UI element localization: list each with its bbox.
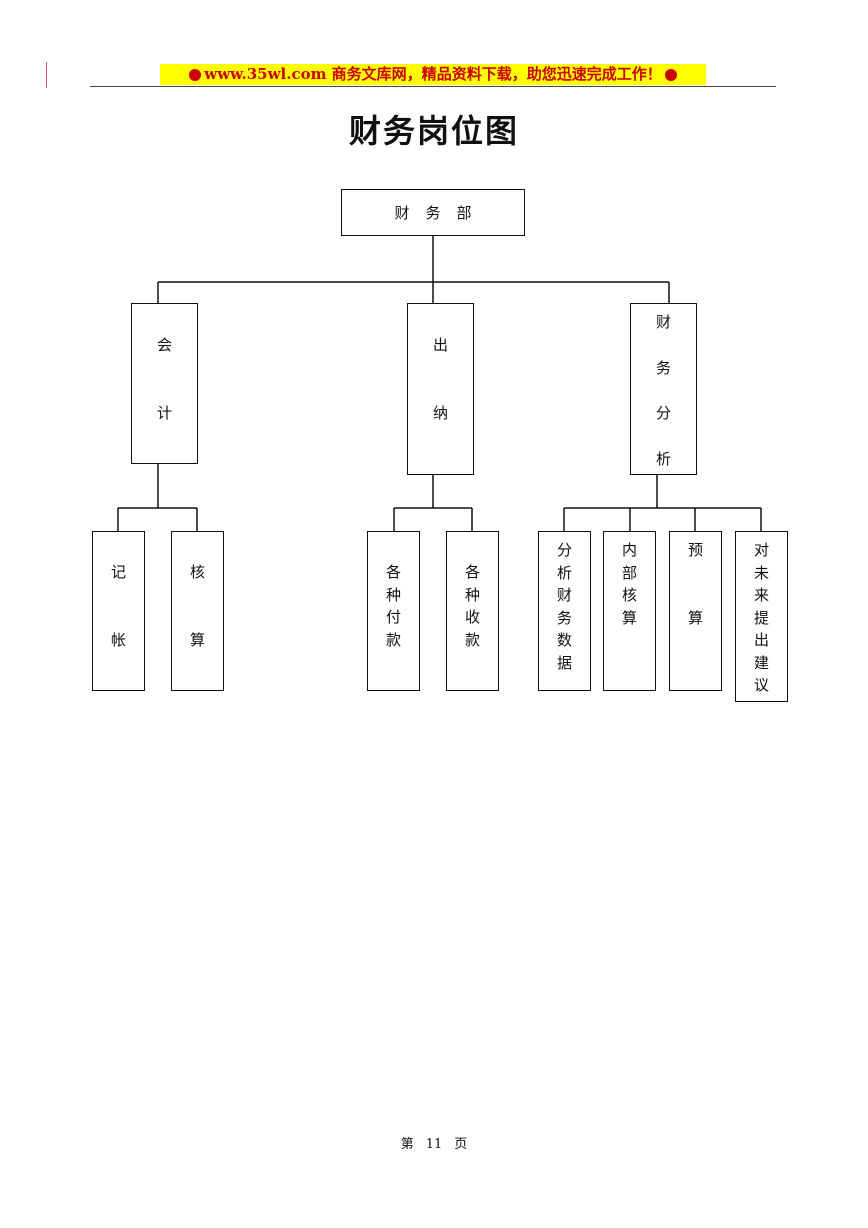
node-label: 预 算 [687,541,703,627]
node-label: 财务部 [394,204,488,222]
node-label: 各 种 付 款 [385,563,401,649]
node-checking[interactable]: 核 算 [171,531,224,691]
node-label: 内 部 核 算 [621,541,637,627]
node-internal-accounting[interactable]: 内 部 核 算 [603,531,656,691]
node-label: 各 种 收 款 [464,563,480,649]
node-bookkeeping[interactable]: 记 帐 [92,531,145,691]
page-number: 11 [425,1137,443,1152]
node-finance-dept[interactable]: 财务部 [341,189,525,236]
node-label: 出 纳 [432,336,448,422]
page-footer: 第 11 页 [0,1133,868,1152]
node-label: 对 未 来 提 出 建 议 [753,541,769,694]
node-label: 会 计 [156,336,172,422]
node-budget[interactable]: 预 算 [669,531,722,691]
page-title: 财务岗位图 [348,112,519,150]
header-banner-text: www.35wl.com 商务文库网，精品资料下载，助您迅速完成工作！ [204,65,662,83]
footer-prefix: 第 [400,1137,414,1152]
bullet-dot-icon [189,68,202,81]
header-banner[interactable]: www.35wl.com 商务文库网，精品资料下载，助您迅速完成工作！ [160,64,706,85]
bullet-dot-icon [664,68,677,81]
node-cashier[interactable]: 出 纳 [407,303,474,475]
node-label: 核 算 [189,563,205,649]
margin-mark [46,62,47,88]
node-label: 分 析 财 务 数 据 [556,541,572,672]
node-analyze-data[interactable]: 分 析 财 务 数 据 [538,531,591,691]
node-financial-analysis[interactable]: 财 务 分 析 [630,303,697,475]
node-future-suggestions[interactable]: 对 未 来 提 出 建 议 [735,531,788,702]
footer-suffix: 页 [454,1137,468,1152]
node-receipts[interactable]: 各 种 收 款 [446,531,499,691]
node-label: 记 帐 [110,563,126,649]
header-rule [90,86,776,87]
node-accounting[interactable]: 会 计 [131,303,198,464]
node-payments[interactable]: 各 种 付 款 [367,531,420,691]
node-label: 财 务 分 析 [655,313,671,468]
